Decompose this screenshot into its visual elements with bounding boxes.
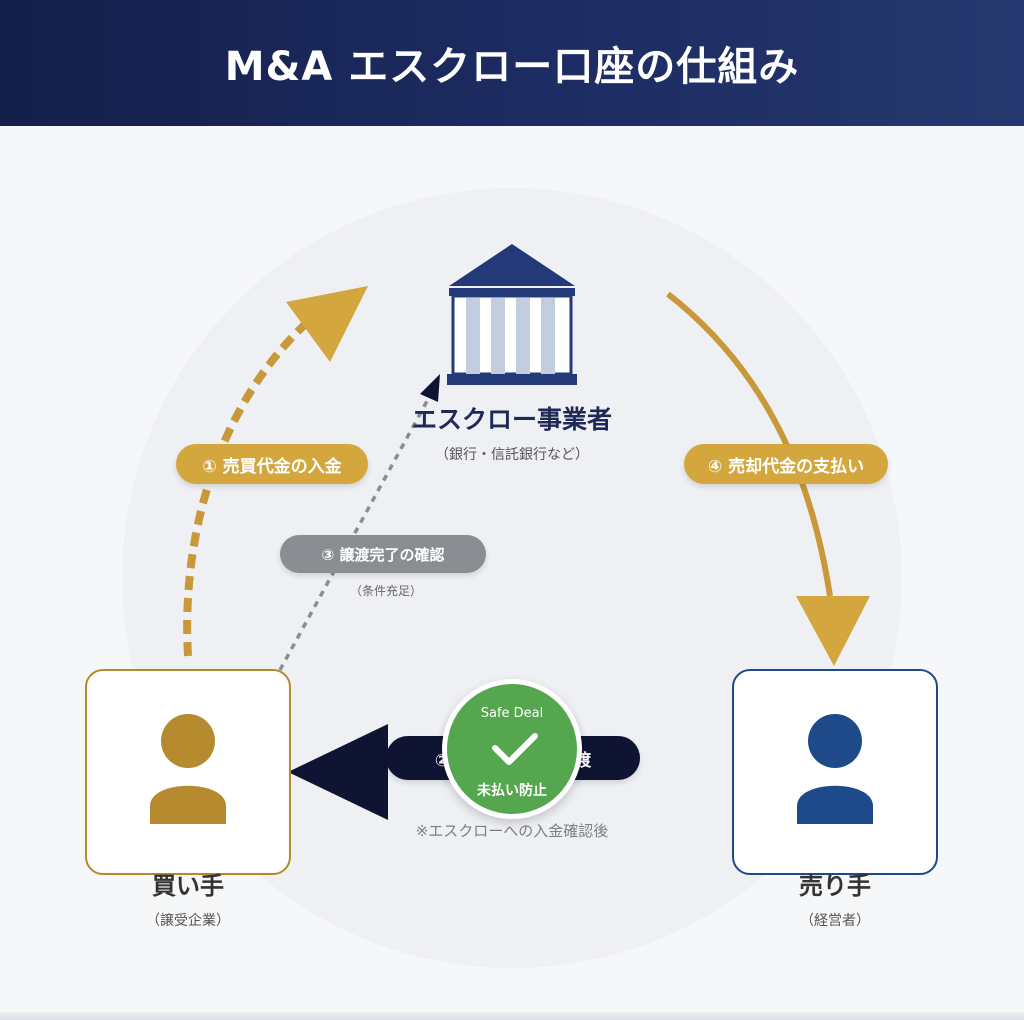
step2-note: ※エスクローへの入金確認後 [415,822,609,840]
seller-card [732,669,938,875]
payout-arrow-head [796,596,870,666]
seller-sub: （経営者） [800,913,870,929]
bank-icon [447,244,577,385]
escrow-name: エスクロー事業者 [411,405,612,434]
seller-name: 売り手 [799,872,871,900]
buyer-name: 買い手 [152,872,224,900]
escrow-sub: （銀行・信託銀行など） [435,447,589,463]
diagram-canvas: エスクロー事業者 （銀行・信託銀行など） ① 売買代金の入金 ④ 売却代金の支払… [0,126,1024,1020]
safe-deal-badge: Safe Deal 未払い防止 [442,679,582,819]
page-title: M&A エスクロー口座の仕組み [224,44,800,90]
step3-note: （条件充足） [349,584,422,598]
diagram-graphics [122,188,902,968]
deposit-arrow-head [286,286,368,362]
badge-caption: 未払い防止 [477,783,547,799]
seller-person-icon [797,714,873,824]
buyer-sub: （譲受企業） [146,913,230,929]
payout-arrow-line [666,291,833,597]
badge-title: Safe Deal [480,706,544,721]
header-bar: M&A エスクロー口座の仕組み [0,0,1024,126]
step1-label: ① 売買代金の入金 [176,444,368,484]
bottom-rule [0,1012,1024,1020]
step3-label: ③ 譲渡完了の確認 [280,535,486,573]
buyer-card [85,669,291,875]
confirmation-arrow-line [278,391,434,671]
transfer-arrow-head [288,724,388,820]
checkmark-icon [492,733,538,765]
buyer-person-icon [150,714,226,824]
confirmation-arrow-head [420,374,440,402]
step4-label: ④ 売却代金の支払い [684,444,888,484]
